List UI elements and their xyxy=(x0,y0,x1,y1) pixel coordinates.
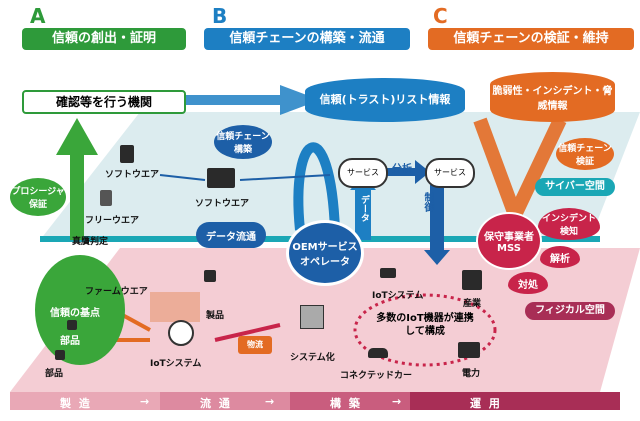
analysis-leaf: 解析 xyxy=(540,246,580,268)
letter-a: A xyxy=(30,4,46,28)
parts-label-2: 部品 xyxy=(45,369,64,379)
power-label: 電力 xyxy=(462,369,481,379)
blue-loop-arrow xyxy=(293,142,340,231)
stage-construction: 構 築 xyxy=(330,397,362,410)
camera-icon xyxy=(204,270,216,282)
stage-bar-2 xyxy=(160,392,290,410)
chain-verify-leaf: 信頼チェーン検証 xyxy=(556,138,614,170)
firmware-label: ファームウエア xyxy=(85,287,148,297)
data-label: データ xyxy=(359,195,369,222)
iot-ring xyxy=(353,293,497,367)
header-a: 信頼の創出・証明 xyxy=(22,28,186,50)
agency-box: 確認等を行う機関 xyxy=(22,90,186,114)
car-icon xyxy=(368,348,388,358)
industry-label: 産業 xyxy=(463,299,482,309)
data-arrow xyxy=(355,185,371,240)
folder-icon xyxy=(207,168,235,188)
stage-arrow-2: → xyxy=(265,395,277,408)
analysis-label: 分析 xyxy=(392,164,412,175)
iot-system-label-2: IoTシステム xyxy=(372,291,424,301)
cctv-icon xyxy=(380,268,396,278)
stage-arrow-3: → xyxy=(392,395,404,408)
oem-node: OEMサービスオペレータ xyxy=(286,220,364,286)
systemize-label: システム化 xyxy=(290,353,335,363)
green-up-arrow xyxy=(56,118,98,240)
logistics-truck: 物流 xyxy=(238,336,272,354)
connected-car-label: コネクテッドカー xyxy=(340,371,413,381)
service-cloud-2: サービス xyxy=(425,158,475,188)
mss-node: 保守事業者MSS xyxy=(476,212,542,270)
stage-bar-3 xyxy=(290,392,410,410)
service-cloud-1: サービス xyxy=(338,158,388,188)
vuln-info-cylinder: 脆弱性・インシデント・脅威情報 xyxy=(490,72,615,122)
factory-block xyxy=(150,292,200,322)
trust-base-label: 信頼の基点 xyxy=(50,308,100,319)
trust-base-blob xyxy=(35,255,125,365)
control-label: 制御 xyxy=(422,192,433,212)
incident-detect-leaf: インシデント検知 xyxy=(538,208,600,240)
stage-operation: 運 用 xyxy=(470,397,502,410)
stage-arrow-1: → xyxy=(140,395,152,408)
factory-icon xyxy=(462,270,482,290)
freeware-label: フリーウエア xyxy=(85,216,140,226)
iot-system-label: IoTシステム xyxy=(150,359,202,369)
physical-plane xyxy=(10,248,640,392)
document-icon xyxy=(120,145,134,163)
chip-icon-1 xyxy=(67,320,77,330)
software-label-2: ソフトウエア xyxy=(195,199,250,209)
data-flow-node: データ流通 xyxy=(196,222,266,248)
trust-list-cylinder: 信頼(トラスト)リスト情報 xyxy=(305,78,465,122)
authenticity-label: 真贋判定 xyxy=(72,237,109,247)
freeware-icon xyxy=(100,190,112,206)
iot-hub-icon xyxy=(168,320,194,346)
physical-space-label: フィジカル空間 xyxy=(525,302,615,320)
product-label: 製品 xyxy=(206,311,225,321)
cube-icon xyxy=(300,305,324,329)
stage-bar-1 xyxy=(10,392,160,410)
cyber-space-label: サイバー空間 xyxy=(535,178,615,196)
procedure-badge: プロシージャ保証 xyxy=(10,178,66,216)
stage-distribution: 流 通 xyxy=(200,397,232,410)
software-label-1: ソフトウエア xyxy=(105,170,160,180)
header-b: 信頼チェーンの構築・流通 xyxy=(204,28,410,50)
letter-b: B xyxy=(212,4,228,28)
letter-c: C xyxy=(433,4,448,28)
analysis-arrow xyxy=(380,160,430,184)
power-plant-icon xyxy=(458,342,480,358)
parts-label-1: 部品 xyxy=(60,336,80,347)
chain-build-node: 信頼チェーン構築 xyxy=(214,125,272,159)
stage-manufacturing: 製 造 xyxy=(60,397,92,410)
response-leaf: 対処 xyxy=(508,272,548,294)
chip-icon-2 xyxy=(55,350,65,360)
iot-devices-label: 多数のIoT機器が連携して構成 xyxy=(376,313,474,337)
control-arrow xyxy=(430,185,444,255)
stage-bar-4 xyxy=(410,392,620,410)
blue-right-arrow xyxy=(180,85,320,115)
header-c: 信頼チェーンの検証・維持 xyxy=(428,28,634,50)
